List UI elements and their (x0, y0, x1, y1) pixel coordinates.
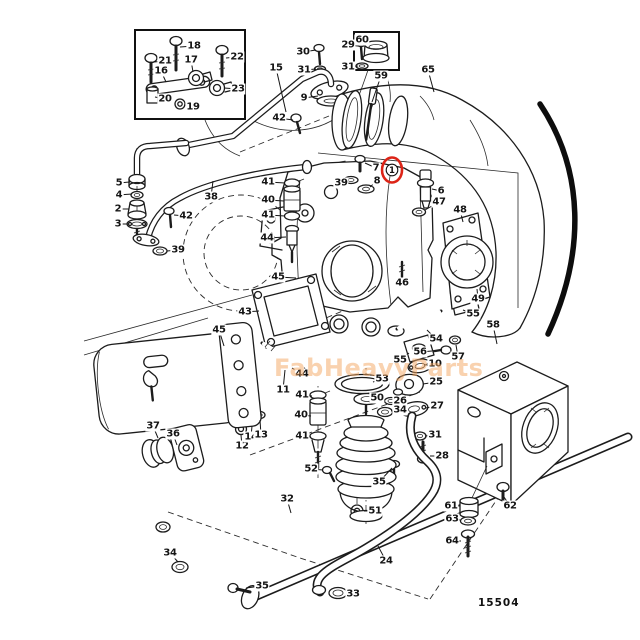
part-label-61: 61 (443, 500, 459, 512)
part-label-39: 39 (333, 177, 349, 189)
part-label-30: 30 (295, 46, 311, 58)
part-label-59: 59 (373, 70, 389, 82)
part-label-36: 36 (165, 428, 181, 440)
part-label-33: 33 (345, 588, 361, 600)
part-label-55: 55 (392, 354, 408, 366)
part-label-37: 37 (145, 420, 161, 432)
part-label-40: 40 (260, 194, 276, 206)
air-hose-65 (331, 84, 578, 338)
part-label-60: 60 (354, 34, 370, 46)
part-label-62: 62 (502, 500, 518, 512)
part-label-14: 14 (243, 431, 259, 443)
part-label-44: 44 (294, 368, 310, 380)
part-label-32: 32 (279, 493, 295, 505)
part-label-17: 17 (183, 54, 199, 66)
left-pipes (126, 113, 313, 256)
part-label-22: 22 (229, 51, 245, 63)
cap-inset-box (353, 31, 400, 107)
bottom-left-fasteners (155, 521, 252, 594)
part-label-46: 46 (394, 277, 410, 289)
part-label-7: 7 (371, 162, 381, 174)
part-label-63: 63 (444, 513, 460, 525)
mounting-box-58 (457, 361, 569, 558)
part-label-41: 41 (260, 176, 276, 188)
part-label-39: 39 (170, 244, 186, 256)
part-label-20: 20 (157, 93, 173, 105)
part-label-41: 41 (260, 209, 276, 221)
part-label-53: 53 (374, 373, 390, 385)
highlighted-part-number: 1 (389, 166, 395, 176)
part-label-50: 50 (369, 392, 385, 404)
part-label-47: 47 (431, 196, 447, 208)
part-label-6: 6 (436, 185, 446, 197)
part-label-35: 35 (371, 476, 387, 488)
part-label-24: 24 (378, 555, 394, 567)
part-label-10: 10 (427, 358, 443, 370)
part-label-38: 38 (203, 191, 219, 203)
part-label-35: 35 (254, 580, 270, 592)
part-label-11: 11 (275, 384, 291, 396)
part-label-5: 5 (114, 177, 124, 189)
part-label-65: 65 (420, 64, 436, 76)
part-label-8: 8 (372, 175, 382, 187)
part-label-64: 64 (444, 535, 460, 547)
part-label-44: 44 (259, 232, 275, 244)
part-label-2: 2 (113, 203, 123, 215)
exhaust-elbow-48 (411, 207, 494, 310)
part-label-55: 55 (465, 308, 481, 320)
part-label-12: 12 (234, 440, 250, 452)
part-label-27: 27 (429, 400, 445, 412)
highlight-circle (380, 156, 404, 184)
circled-part-ring (385, 163, 399, 177)
part-label-49: 49 (470, 293, 486, 305)
bracket-45 (93, 321, 262, 472)
part-label-56: 56 (412, 346, 428, 358)
part-label-54: 54 (428, 333, 444, 345)
part-label-21: 21 (157, 55, 173, 67)
part-label-13: 13 (253, 429, 269, 441)
part-label-41: 41 (294, 430, 310, 442)
part-label-19: 19 (185, 101, 201, 113)
part-label-16: 16 (153, 65, 169, 77)
part-label-15: 15 (268, 62, 284, 74)
drawing-number: 15504 (478, 597, 520, 609)
part-label-29: 29 (340, 39, 356, 51)
part-label-25: 25 (428, 376, 444, 388)
part-label-57: 57 (450, 351, 466, 363)
part-label-51: 51 (367, 505, 383, 517)
part-label-34: 34 (392, 404, 408, 416)
part-label-58: 58 (485, 319, 501, 331)
part-label-9: 9 (299, 92, 309, 104)
part-label-18: 18 (186, 40, 202, 52)
part-label-34: 34 (162, 547, 178, 559)
fitting-column-lower (309, 390, 336, 483)
part-label-41: 41 (294, 389, 310, 401)
part-label-52: 52 (303, 463, 319, 475)
part-label-4: 4 (114, 189, 124, 201)
part-label-42: 42 (271, 112, 287, 124)
part-label-31: 31 (427, 429, 443, 441)
part-label-31: 31 (340, 61, 356, 73)
part-label-45: 45 (270, 271, 286, 283)
part-label-23: 23 (230, 83, 246, 95)
part-label-42: 42 (178, 210, 194, 222)
part-label-40: 40 (293, 409, 309, 421)
leader-line (275, 67, 287, 113)
inset-hardware-box (134, 29, 337, 157)
part-label-26: 26 (392, 395, 408, 407)
part-label-31: 31 (296, 64, 312, 76)
part-label-3: 3 (113, 218, 123, 230)
part-label-48: 48 (452, 204, 468, 216)
part-label-43: 43 (237, 306, 253, 318)
part-label-28: 28 (434, 450, 450, 462)
part-label-45: 45 (211, 324, 227, 336)
